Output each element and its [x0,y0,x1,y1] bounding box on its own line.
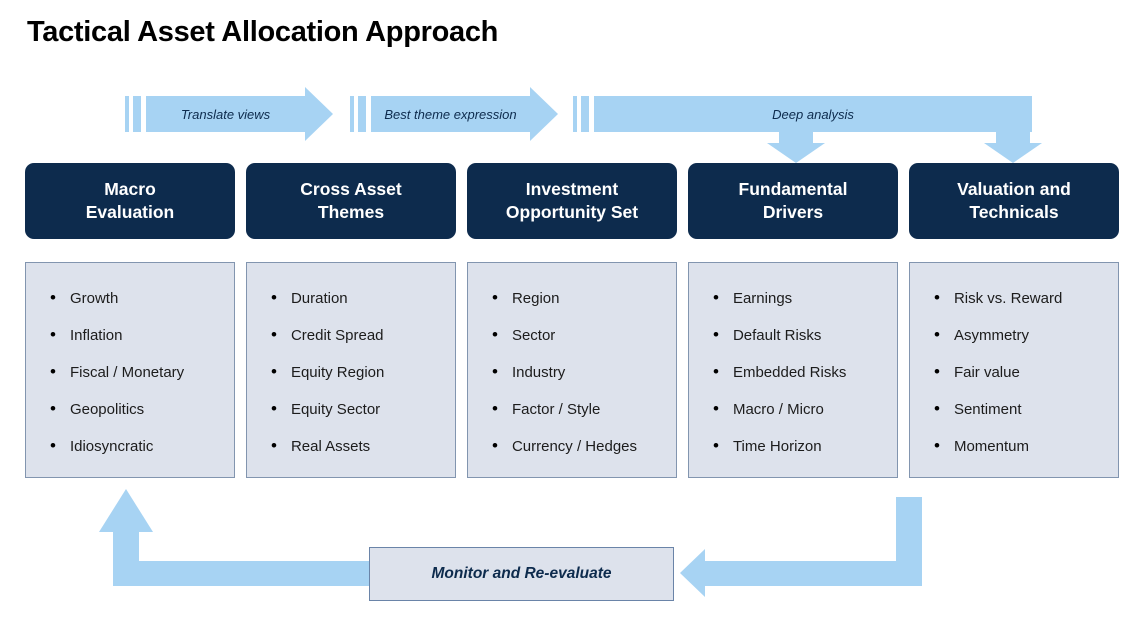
feedback-flow-bar [113,561,370,586]
arrow-body: Translate views [146,96,305,132]
list-item: Growth [50,287,226,310]
list-item: Duration [271,287,447,310]
column-header: Macro Evaluation [25,163,235,239]
arrow-body: Best theme expression [371,96,530,132]
up-arrow-icon [99,489,153,532]
arrow-stripe [573,96,577,132]
list-item: Factor / Style [492,398,668,421]
down-arrow-stem [996,130,1030,144]
column-header-label: Investment Opportunity Set [505,178,639,222]
list-item: Industry [492,361,668,384]
arrow-stripe [125,96,129,132]
column-header: Cross Asset Themes [246,163,456,239]
page-title: Tactical Asset Allocation Approach [27,16,499,48]
list-item: Sentiment [934,398,1110,421]
column-list: Region Sector Industry Factor / Style Cu… [467,262,677,478]
column-header: Fundamental Drivers [688,163,898,239]
feedback-flow-stem [896,497,922,586]
column-list: Duration Credit Spread Equity Region Equ… [246,262,456,478]
right-arrow-icon [530,87,558,141]
down-arrow-icon [984,143,1042,163]
down-arrow-icon [767,143,825,163]
list-item: Equity Sector [271,398,447,421]
column-list: Earnings Default Risks Embedded Risks Ma… [688,262,898,478]
list-item: Risk vs. Reward [934,287,1110,310]
column-header: Valuation and Technicals [909,163,1119,239]
list-item: Equity Region [271,361,447,384]
arrow-best-theme-expression: Best theme expression [350,87,558,141]
list-item: Real Assets [271,435,447,458]
monitor-label: Monitor and Re-evaluate [431,565,612,582]
list-item: Currency / Hedges [492,435,668,458]
monitor-box: Monitor and Re-evaluate [369,547,674,601]
column-header-label: Valuation and Technicals [957,178,1071,222]
list-item: Geopolitics [50,398,226,421]
arrow-body: Deep analysis [594,96,1032,132]
column-list: Growth Inflation Fiscal / Monetary Geopo… [25,262,235,478]
list-item: Default Risks [713,324,889,347]
arrow-translate-views: Translate views [125,87,333,141]
list-item: Credit Spread [271,324,447,347]
list-item: Macro / Micro [713,398,889,421]
arrow-stripe [133,96,141,132]
list-item: Time Horizon [713,435,889,458]
feedback-flow-bar [705,561,922,586]
column-header-label: Macro Evaluation [85,178,175,222]
arrow-stripe [581,96,589,132]
down-arrow-stem [779,130,813,144]
list-item: Region [492,287,668,310]
arrow-label: Translate views [180,106,271,122]
list-item: Idiosyncratic [50,435,226,458]
column-header-label: Cross Asset Themes [300,178,402,222]
arrow-label: Deep analysis [772,106,854,122]
column-header-label: Fundamental Drivers [738,178,848,222]
list-item: Earnings [713,287,889,310]
arrow-stripe [358,96,366,132]
right-arrow-icon [305,87,333,141]
arrow-label: Best theme expression [384,106,517,122]
list-item: Sector [492,324,668,347]
column-header: Investment Opportunity Set [467,163,677,239]
column-list: Risk vs. Reward Asymmetry Fair value Sen… [909,262,1119,478]
left-arrow-icon [680,549,705,597]
list-item: Asymmetry [934,324,1110,347]
list-item: Fiscal / Monetary [50,361,226,384]
list-item: Fair value [934,361,1110,384]
arrow-stripe [350,96,354,132]
list-item: Embedded Risks [713,361,889,384]
list-item: Momentum [934,435,1110,458]
list-item: Inflation [50,324,226,347]
arrow-deep-analysis: Deep analysis [573,87,1032,141]
